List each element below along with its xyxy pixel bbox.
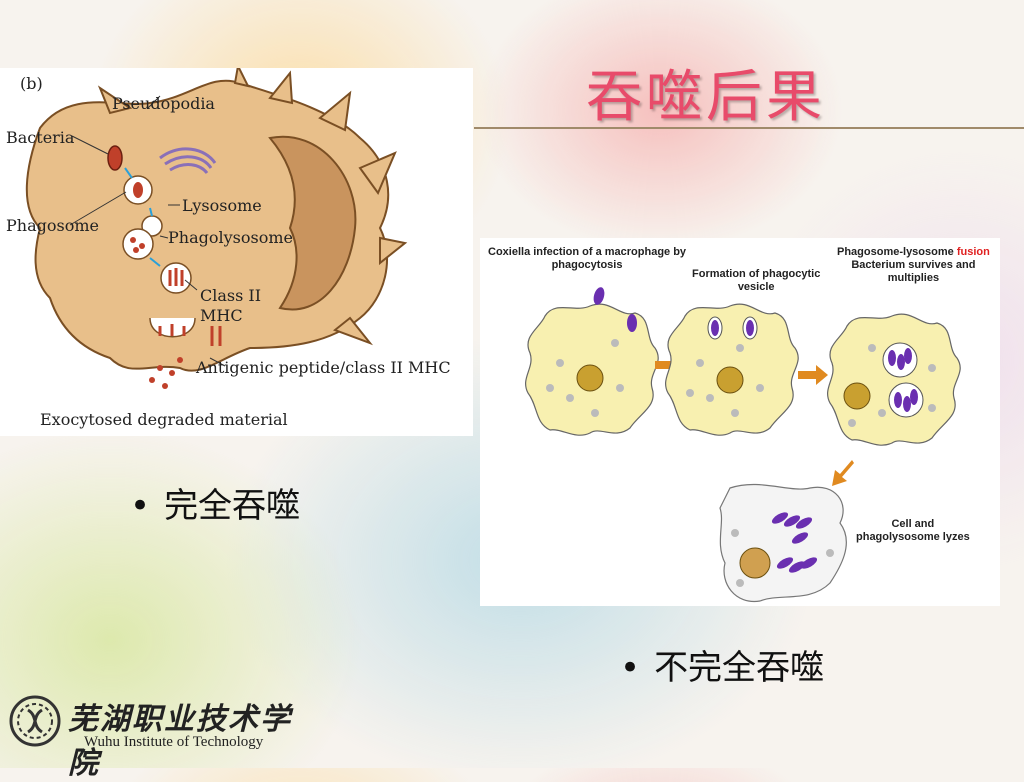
- institute-name-chinese: 芜湖职业技术学院: [68, 702, 292, 781]
- label-pseudopodia: Pseudopodia: [112, 94, 215, 113]
- nucleus: [268, 135, 357, 311]
- bullet-incomplete-phagocytosis: •不完全吞噬: [620, 648, 825, 688]
- phagosome-bacterium: [133, 182, 143, 198]
- step3-caption: Phagosome-lysosome fusion Bacterium surv…: [837, 246, 990, 284]
- institute-logo: 芜湖职业技术学院 Wuhu Institute of Technology: [8, 690, 308, 781]
- cell-lyzed: [719, 483, 847, 603]
- slide-title: 吞噬后果: [586, 65, 826, 130]
- bullet-complete-phagocytosis: •完全吞噬: [130, 486, 301, 526]
- label-class2: Class II: [200, 286, 262, 305]
- panel-label: (b): [20, 74, 43, 93]
- coxiella-illustration: [525, 287, 961, 603]
- phagolysosome: [122, 228, 154, 260]
- golgi: [159, 147, 217, 175]
- cell-infection: [525, 287, 659, 436]
- cell-vesicle: [665, 303, 799, 436]
- label-lysosome: Lysosome: [182, 196, 262, 215]
- label-phagolysosome: Phagolysosome: [168, 228, 293, 247]
- label-antigenic: Antigenic peptide/class II MHC: [196, 358, 451, 377]
- institute-emblem-icon: [9, 695, 61, 747]
- macrophage-illustration: [25, 68, 408, 389]
- label-mhc: MHC: [200, 306, 243, 325]
- label-bacteria: Bacteria: [6, 128, 75, 147]
- label-exocytosed: Exocytosed degraded material: [40, 410, 288, 429]
- bacterium: [107, 145, 123, 171]
- phagocytosis-diagram: (b) Pseudopodia Bacteria Lysosome Phagos…: [0, 68, 473, 436]
- title-divider: [474, 127, 1024, 129]
- cell-fusion: [827, 313, 961, 446]
- arrow-2: [798, 365, 828, 385]
- institute-name-english: Wuhu Institute of Technology: [84, 734, 264, 750]
- arrow-3: [832, 460, 854, 486]
- label-phagosome: Phagosome: [6, 216, 99, 235]
- pseudopodia: [97, 68, 408, 346]
